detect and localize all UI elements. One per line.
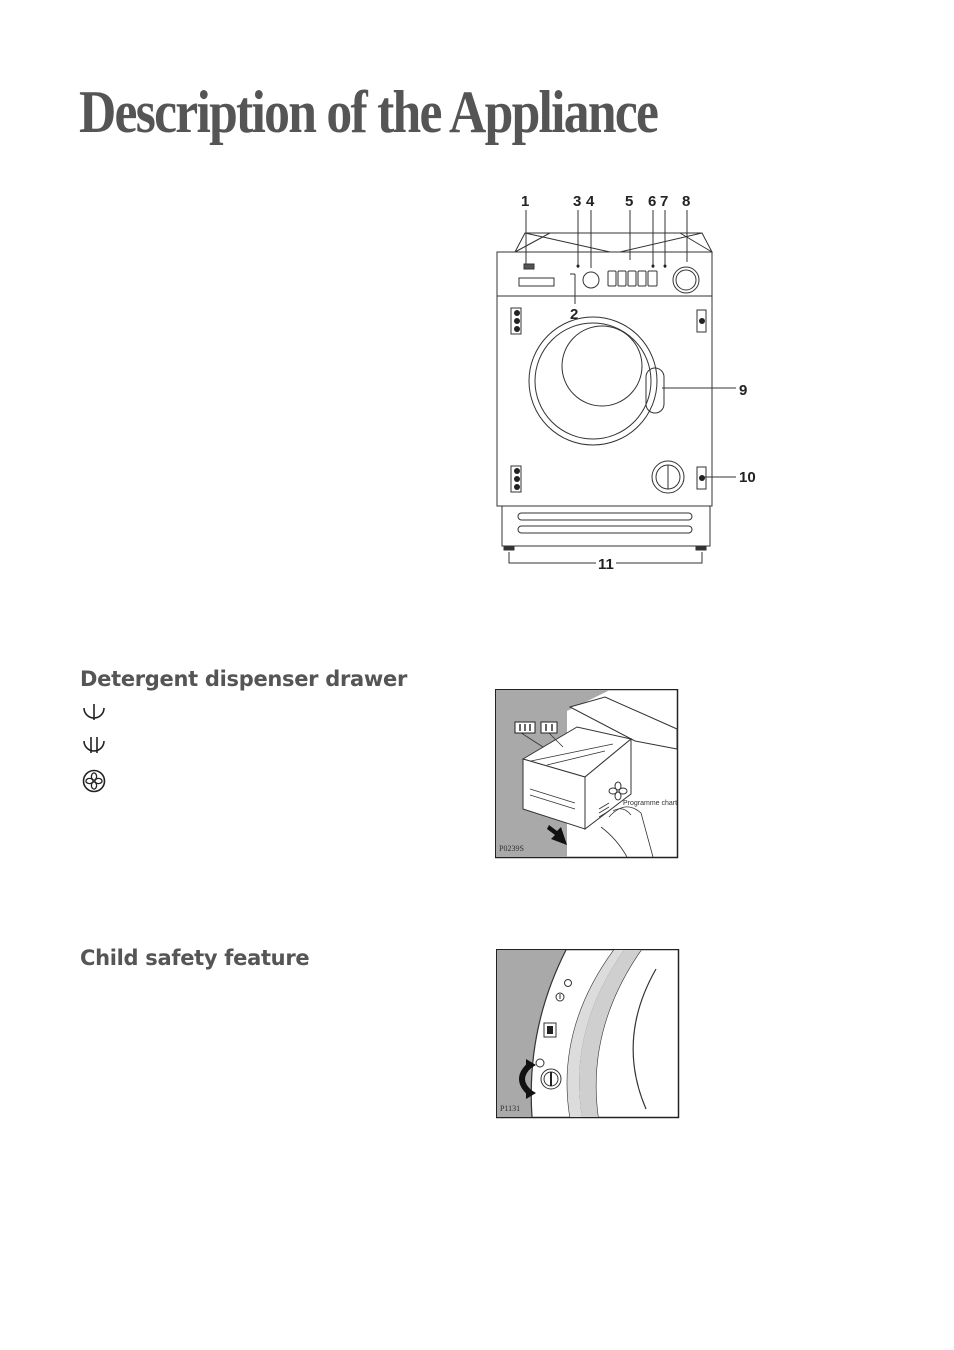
child-safety-heading: Child safety feature [80, 946, 310, 970]
callout-4: 4 [586, 193, 595, 210]
callout-9: 9 [739, 382, 747, 399]
dispenser-drawer-illustration: Programme chart P0239S [495, 689, 679, 859]
page-title: Description of the Appliance [79, 79, 659, 145]
callout-8: 8 [682, 193, 690, 210]
prewash-compartment-icon [83, 704, 105, 720]
main-wash-compartment-icon [83, 737, 105, 753]
callout-1: 1 [521, 193, 529, 210]
callout-2: 2 [570, 306, 578, 323]
detergent-dispenser-heading: Detergent dispenser drawer [80, 667, 408, 691]
callout-5: 5 [625, 193, 633, 210]
callout-11: 11 [598, 556, 614, 573]
figure-code-p1131: P1131 [500, 1104, 520, 1113]
callout-3: 3 [573, 193, 581, 210]
softener-compartment-icon [82, 769, 106, 793]
callout-7: 7 [660, 193, 668, 210]
appliance-diagram: 1 3 4 5 6 7 8 2 9 10 11 [496, 193, 756, 573]
figure-code-p0239s: P0239S [499, 844, 524, 853]
child-safety-illustration: P1131 [496, 949, 680, 1119]
programme-chart-label: Programme chart [623, 800, 677, 807]
callout-6: 6 [648, 193, 656, 210]
callout-10: 10 [739, 469, 756, 486]
